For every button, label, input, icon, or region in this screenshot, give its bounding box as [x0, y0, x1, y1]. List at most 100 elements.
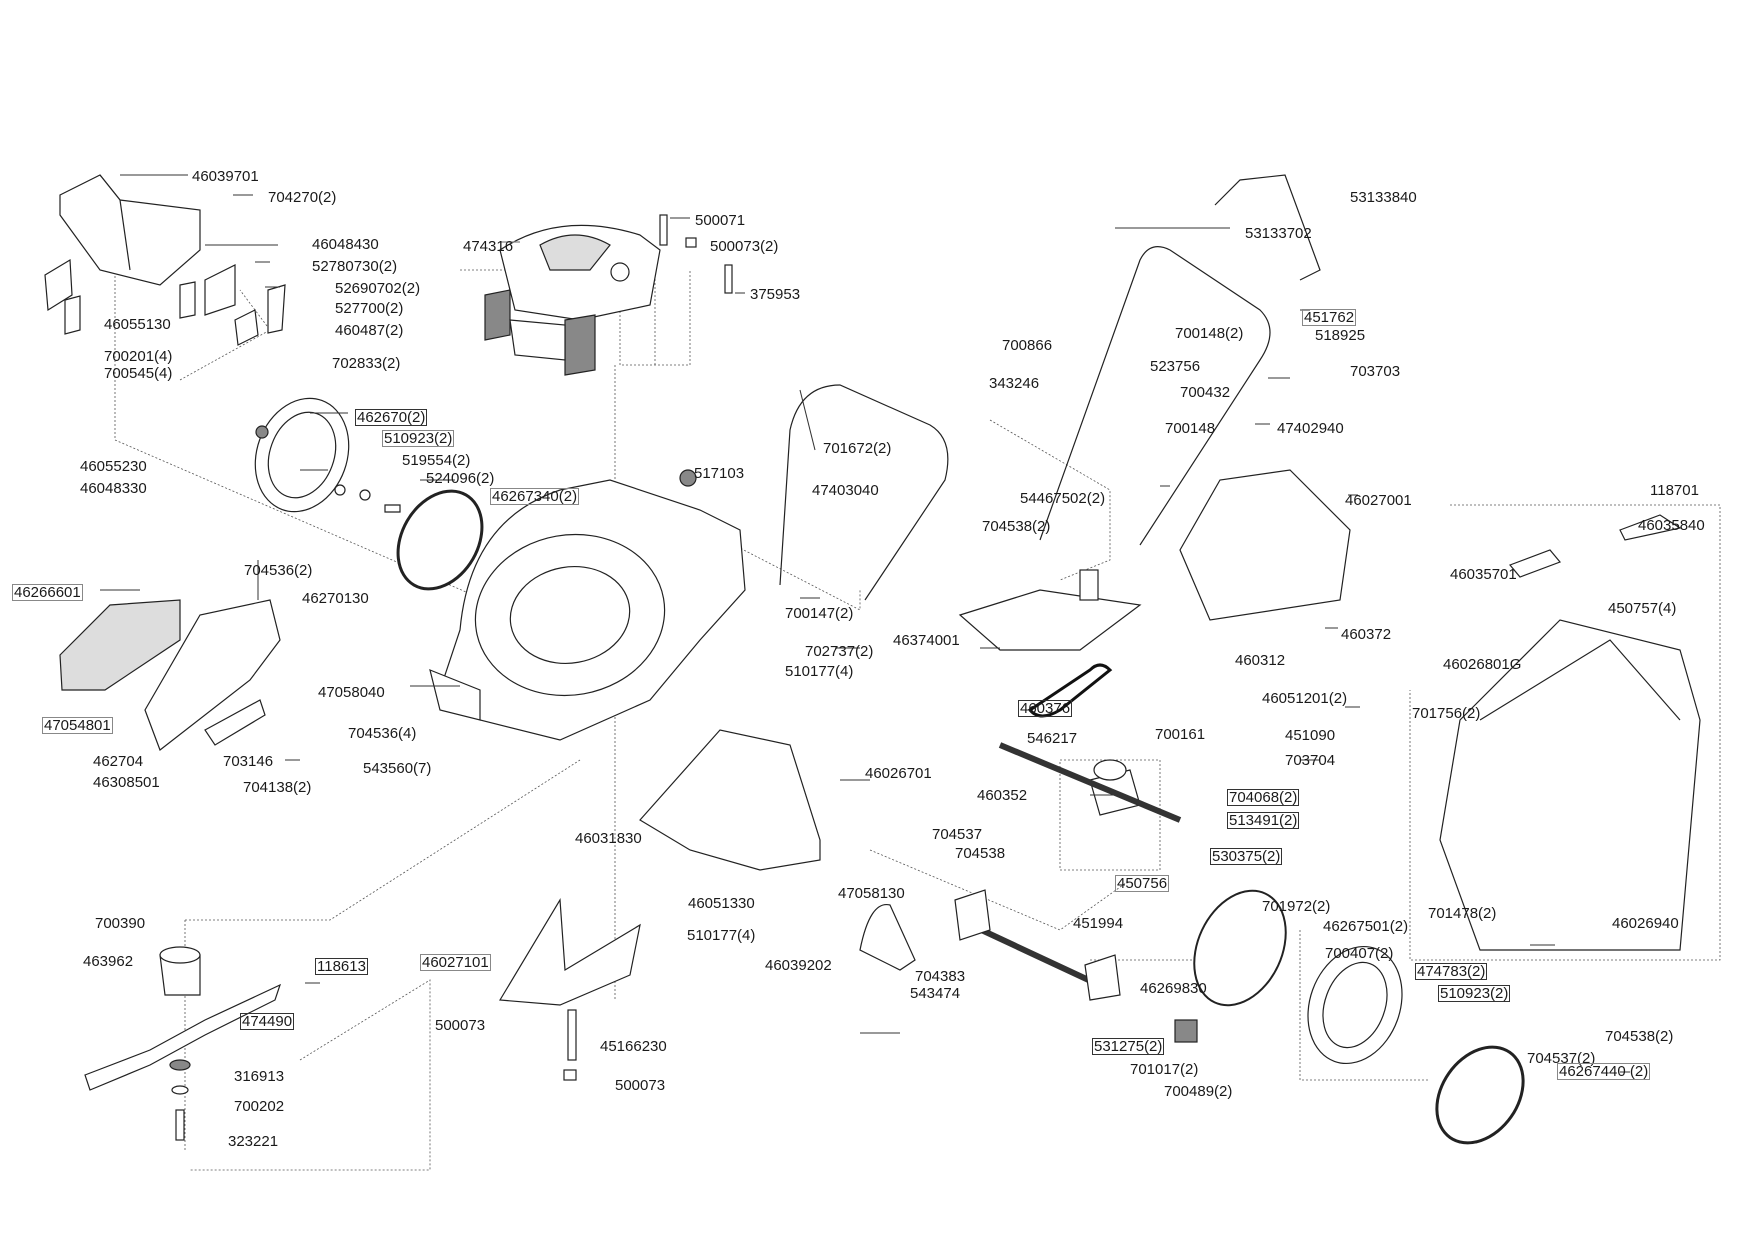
part-label: 527700(2): [335, 300, 404, 317]
part-label: 704270(2): [268, 189, 337, 206]
part-label: 53133702: [1245, 225, 1312, 242]
part-label: 46026701: [865, 765, 932, 782]
part-label: 703146: [223, 753, 274, 770]
part-label: 700390: [95, 915, 146, 932]
part-label: 500073: [435, 1017, 486, 1034]
part-label: 53133840: [1350, 189, 1417, 206]
part-label: 316913: [234, 1068, 285, 1085]
part-label-boxed: 450756: [1115, 875, 1170, 892]
part-label: 700161: [1155, 726, 1206, 743]
part-label: 47058040: [318, 684, 385, 701]
engine-bolts: [659, 214, 733, 294]
part-label-boxed: 451762: [1302, 309, 1357, 326]
rear-wheel-left: [254, 397, 401, 513]
part-label: 47058130: [838, 885, 905, 902]
part-label: 704383: [915, 968, 966, 985]
part-label: 701017(2): [1130, 1061, 1199, 1078]
part-label: 460372: [1341, 626, 1392, 643]
part-label: 460487(2): [335, 322, 404, 339]
part-label: 500073: [615, 1077, 666, 1094]
part-label: 46031830: [575, 830, 642, 847]
mulch-insert: [498, 898, 641, 1081]
mower-deck: [439, 469, 746, 741]
part-label: 46269830: [1140, 980, 1207, 997]
part-label-boxed: 531275(2): [1092, 1038, 1165, 1055]
part-label: 524096(2): [426, 470, 495, 487]
grass-bag: [1439, 619, 1701, 951]
part-label: 47403040: [812, 482, 879, 499]
part-label: 118701: [1650, 482, 1699, 499]
part-label: 343246: [989, 375, 1040, 392]
part-label-boxed: 46267340(2): [490, 488, 580, 505]
rear-flap-cover: [59, 174, 201, 286]
front-wheel: [1307, 945, 1403, 1065]
part-label: 704537(2): [1527, 1050, 1596, 1067]
part-label: 546217: [1027, 730, 1078, 747]
part-label: 517103: [694, 465, 745, 482]
rear-flap-handle: [859, 903, 916, 971]
bag-indicator: [1508, 514, 1682, 578]
part-label: 46027001: [1345, 492, 1412, 509]
part-label-boxed: 118613: [315, 958, 368, 975]
part-label: 46039202: [765, 957, 832, 974]
part-label: 460352: [977, 787, 1028, 804]
part-label: 543474: [910, 985, 961, 1002]
part-label: 47402940: [1277, 420, 1344, 437]
mulch-flap: [59, 599, 181, 691]
part-label: 704536(2): [244, 562, 313, 579]
part-label: 46035840: [1638, 517, 1705, 534]
part-label-boxed: 46267440 (2): [1557, 1063, 1651, 1080]
part-label-boxed: 460376: [1018, 700, 1073, 717]
part-label: 375953: [750, 286, 801, 303]
part-label-boxed: 510923(2): [1438, 985, 1511, 1002]
part-label: 46051330: [688, 895, 755, 912]
front-deck-bracket: [429, 669, 481, 721]
blade-bolt-stack: [169, 1059, 191, 1141]
part-label: 700866: [1002, 337, 1053, 354]
part-label-boxed: 46266601: [12, 584, 83, 601]
part-label: 46267501(2): [1323, 918, 1409, 935]
part-label: 700147(2): [785, 605, 854, 622]
front-axle: [958, 742, 1182, 993]
part-label: 519554(2): [402, 452, 471, 469]
part-label: 543560(7): [363, 760, 432, 777]
part-label: 700202: [234, 1098, 285, 1115]
leader-lines: [100, 174, 1630, 1073]
part-label: 462704: [93, 753, 144, 770]
grass-bag-lid: [1179, 469, 1351, 621]
part-label: 46026940: [1612, 915, 1679, 932]
part-label: 700432: [1180, 384, 1231, 401]
part-label: 700148: [1165, 420, 1216, 437]
part-label: 46026801G: [1443, 656, 1522, 673]
lower-handle: [779, 384, 949, 601]
part-label: 500073(2): [710, 238, 779, 255]
part-label: 704538: [955, 845, 1006, 862]
part-label: 323221: [228, 1133, 279, 1150]
part-label: 450757(4): [1608, 600, 1677, 617]
axle-plates: [954, 889, 1121, 1001]
part-label: 518925: [1315, 327, 1366, 344]
part-label: 704538(2): [1605, 1028, 1674, 1045]
part-label: 46035701: [1450, 566, 1517, 583]
hinge-plate: [204, 699, 266, 746]
part-label-boxed: 510923(2): [382, 430, 455, 447]
part-label-boxed: 704068(2): [1227, 789, 1300, 806]
part-label: 510177(4): [687, 927, 756, 944]
part-label: 46270130: [302, 590, 369, 607]
part-label: 451994: [1073, 915, 1124, 932]
part-label: 46374001: [893, 632, 960, 649]
part-label: 701756(2): [1412, 705, 1481, 722]
part-label: 704538(2): [982, 518, 1051, 535]
hubcap-left: [396, 489, 484, 591]
part-label: 700148(2): [1175, 325, 1244, 342]
part-label-boxed: 47054801: [42, 717, 113, 734]
part-label: 460312: [1235, 652, 1286, 669]
front-wheel-spoke-disc: [1193, 889, 1287, 1007]
engine: [484, 224, 661, 376]
part-label: 45166230: [600, 1038, 667, 1055]
part-label: 46039701: [192, 168, 259, 185]
cable-bail: [1214, 174, 1321, 281]
part-label-boxed: 46027101: [420, 954, 491, 971]
part-label: 463962: [83, 953, 134, 970]
